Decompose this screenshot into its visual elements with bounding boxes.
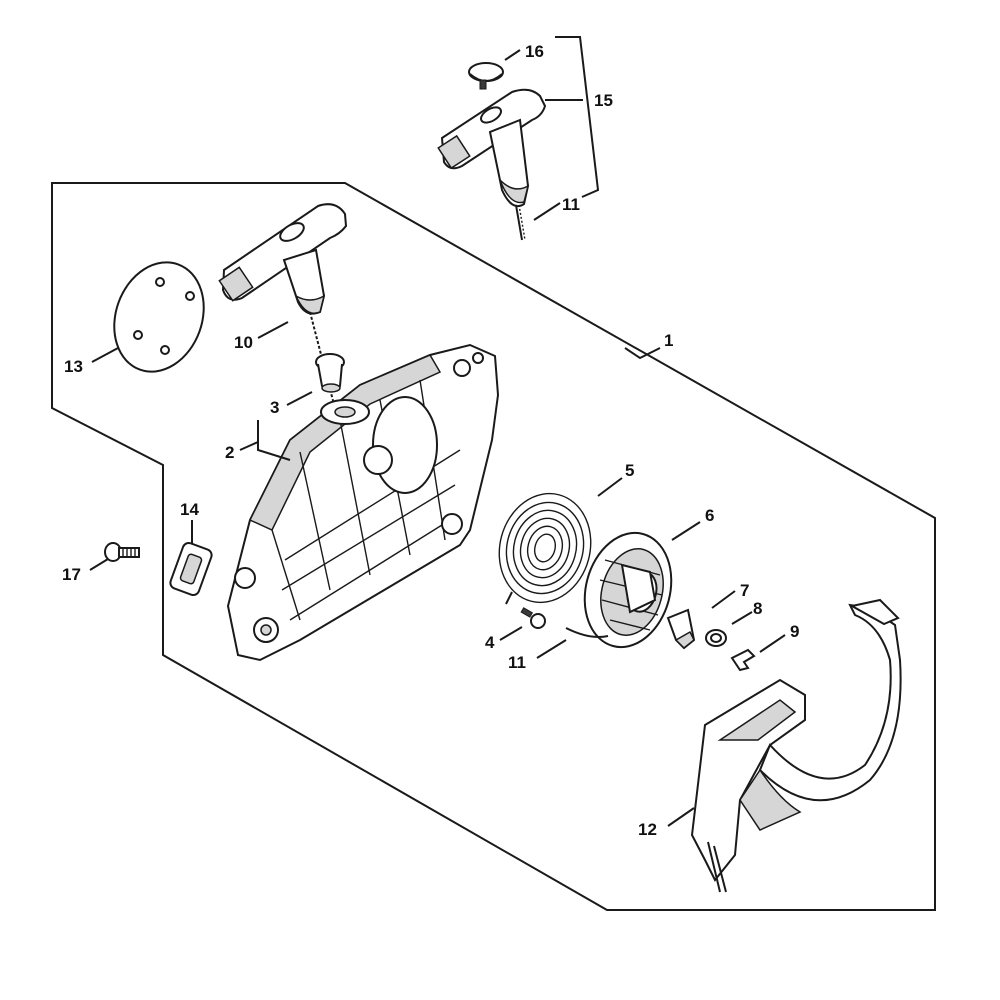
part-12-baffle[interactable] — [690, 598, 902, 893]
part-14-grommet[interactable] — [169, 541, 214, 596]
part-6-rope-rotor[interactable] — [565, 523, 684, 657]
callout-14: 14 — [180, 500, 199, 519]
assembly-frame — [51, 182, 936, 911]
part-5-rewind-spring[interactable] — [487, 483, 602, 613]
callout-3: 3 — [270, 398, 279, 417]
callout-13: 13 — [64, 357, 83, 376]
callout-9: 9 — [790, 622, 799, 641]
callout-11-bottom: 11 — [508, 653, 526, 672]
leader-lines — [89, 36, 786, 827]
part-4-screw[interactable] — [520, 607, 546, 629]
part-2-fan-housing[interactable] — [226, 343, 500, 662]
callout-1: 1 — [664, 331, 673, 350]
callout-12: 12 — [638, 820, 657, 839]
callout-16: 16 — [525, 42, 544, 61]
callout-11-top: 11 — [562, 195, 580, 214]
part-3-rope-guide[interactable] — [315, 353, 345, 393]
callout-15: 15 — [594, 91, 613, 110]
callout-labels: 16 15 11 1 10 13 3 2 5 14 6 17 7 8 9 4 1… — [62, 42, 799, 839]
part-7-pawl[interactable] — [666, 608, 696, 650]
callout-2: 2 — [225, 443, 234, 462]
part-13-cover-plate[interactable] — [99, 250, 218, 385]
callout-6: 6 — [705, 506, 714, 525]
part-17-screw[interactable] — [104, 542, 140, 562]
part-11-rope-top — [515, 204, 523, 241]
callout-8: 8 — [753, 599, 762, 618]
part-8-washer[interactable] — [705, 629, 727, 647]
callout-7: 7 — [740, 581, 749, 600]
callout-4: 4 — [485, 633, 495, 652]
callout-10: 10 — [234, 333, 253, 352]
part-15-starter-grip[interactable] — [437, 88, 547, 208]
callout-17: 17 — [62, 565, 81, 584]
callout-5: 5 — [625, 461, 634, 480]
part-16-plug[interactable] — [468, 62, 504, 90]
part-9-spring-clip[interactable] — [730, 648, 756, 672]
